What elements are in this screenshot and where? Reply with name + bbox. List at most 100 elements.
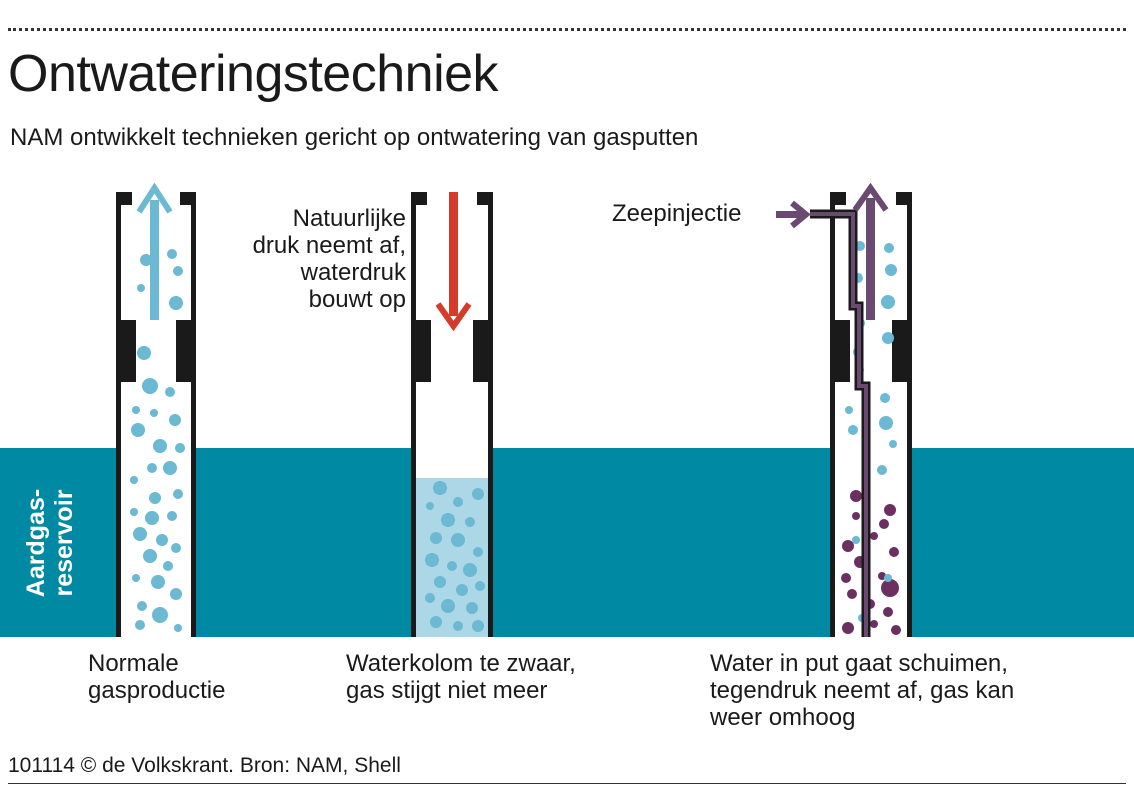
bubble [884,574,892,582]
annotation-pressure: Natuurlijke druk neemt af, waterdruk bou… [252,205,406,313]
bubble [880,393,890,403]
bubble [131,423,145,437]
page-title: Ontwateringstechniek [8,45,499,103]
bubble [132,406,140,414]
bubble [151,575,165,589]
bubble [473,547,483,557]
bubble [453,621,463,631]
bubble [466,602,478,614]
bubble [870,620,878,628]
bubble [135,620,145,630]
bubble [142,378,158,394]
annotation-soap: Zeepinjectie [612,200,742,227]
bubble [173,489,183,499]
bubble [153,439,167,453]
bubble [147,463,157,473]
bubble [842,622,854,634]
bubble [137,601,147,611]
bubble [175,443,185,453]
dotted-rule [8,28,1126,31]
bubble [434,576,446,588]
bubble [475,581,485,591]
bubble [426,502,434,510]
bubble [845,406,853,414]
bubble [852,536,860,544]
bubble [425,593,435,603]
bubble [891,625,901,635]
bubble [150,409,158,417]
credit-line: 101114 © de Volkskrant. Bron: NAM, Shell [8,754,401,777]
bubble [881,295,895,309]
bubble [870,532,878,540]
bubble [884,243,894,253]
bubble [850,490,862,502]
bubble [130,476,138,484]
bubble [174,624,182,632]
bubble [169,296,183,310]
bubble [881,579,899,597]
bubble [456,584,468,596]
bubble [472,488,484,500]
well-normal [116,182,196,637]
bubble [447,561,457,571]
bubble [847,589,857,599]
bubble [163,461,177,475]
bubble [143,549,157,563]
bubble [425,553,439,567]
bubble [165,387,175,397]
bubble [130,508,138,516]
down-arrow-icon [435,192,472,332]
bubble [169,414,181,426]
up-arrow-icon [136,182,173,320]
bubble [842,540,854,552]
bubble [884,504,896,516]
bubble [145,511,159,525]
bubble [848,425,858,435]
bubble [465,517,475,527]
bubble [877,465,887,475]
bubble [889,547,899,557]
bubble [132,574,140,582]
bubble [137,346,151,360]
page-subtitle: NAM ontwikkelt technieken gericht op ont… [10,124,699,151]
bubble [879,519,889,529]
bubble [167,249,177,259]
bubble [171,543,181,553]
bubble [879,416,893,430]
well-water [411,192,493,637]
bubble [463,563,477,577]
bubble [841,573,851,583]
bubble [170,588,182,600]
up-arrow-icon [852,182,889,320]
bubble [441,599,455,613]
bubble [441,513,455,527]
bubble [173,266,183,276]
injection-arrow-icon [776,200,811,229]
bubble [883,607,893,617]
bubbles-normal [130,249,185,632]
caption-water: Waterkolom te zwaar, gas stijgt niet mee… [346,650,576,704]
bubbles-water [425,481,485,632]
bubble [882,332,894,344]
bubble [852,512,860,520]
bubble [140,254,152,266]
bubble [453,497,463,507]
bubble [149,492,161,504]
bubble [156,534,168,546]
caption-soap: Water in put gaat schuimen, tegendruk ne… [710,650,1015,731]
bubble [137,284,145,292]
bubble [152,607,168,623]
footer-rule [8,783,1126,784]
well-soap [776,182,912,637]
bubble [163,561,173,571]
bubble [885,264,897,276]
caption-normal: Normale gasproductie [88,650,226,704]
bubble [451,533,465,547]
bubble [889,440,897,448]
reservoir-label: Aardgas- reservoir [22,488,78,598]
bubble [133,527,147,541]
bubble [433,481,447,495]
bubble [430,616,442,628]
bubble [430,532,442,544]
